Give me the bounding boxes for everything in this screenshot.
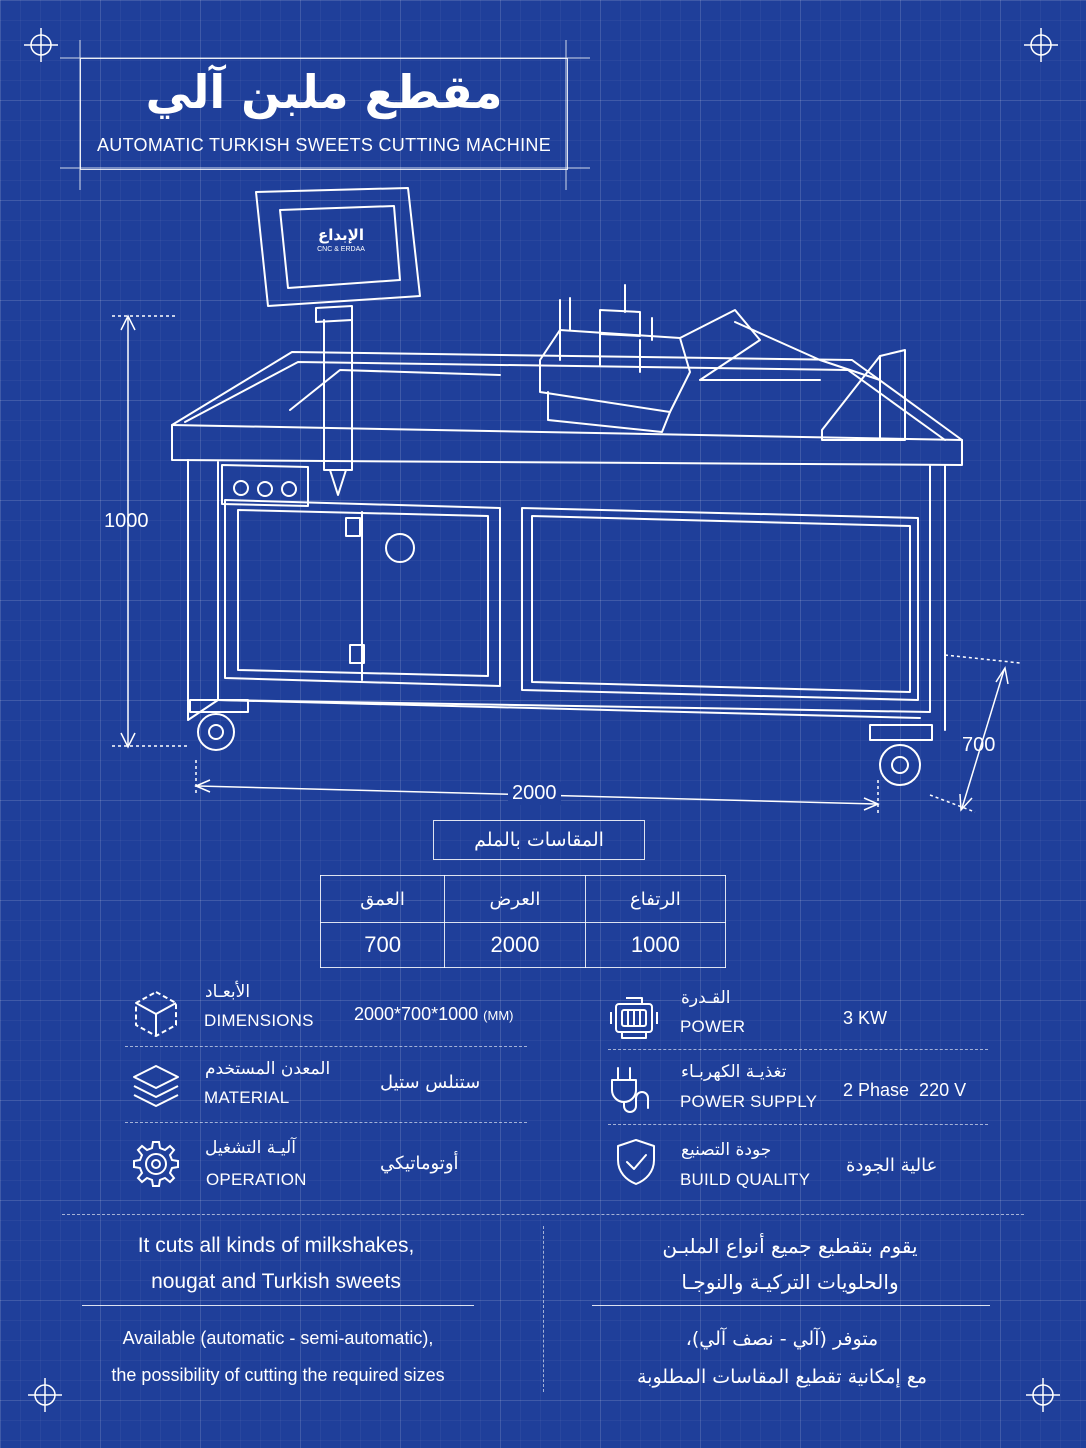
table-value-height: 1000 <box>584 922 727 968</box>
table-header-depth: العمق <box>319 875 446 923</box>
crosshair-icon <box>28 1378 62 1412</box>
plug-icon <box>611 1067 649 1113</box>
description-arabic-1: يقوم بتقطيع جميع أنواع الملبـن والحلويات… <box>662 1234 918 1294</box>
screen-logo-english: CNC & ERDAA <box>317 246 365 253</box>
table-value-width: 2000 <box>444 922 586 968</box>
height-dimension-label: 1000 <box>104 510 149 532</box>
description-english-1: It cuts all kinds of milkshakes, nougat … <box>137 1234 415 1293</box>
spec-build-quality-arabic: جودة التصنيع <box>681 1140 772 1160</box>
title-frame-lines <box>60 40 590 190</box>
spec-build-quality-english: BUILD QUALITY <box>680 1170 811 1189</box>
title-english: AUTOMATIC TURKISH SWEETS CUTTING MACHINE <box>96 135 552 155</box>
spec-power-english: POWER <box>680 1017 746 1036</box>
spec-power-arabic: القـدرة <box>681 988 731 1008</box>
dimensions-table: الرتفاع العرض العمق 1000 2000 700 <box>319 875 727 968</box>
crosshair-icon <box>24 28 58 62</box>
screen-logo: الإبداع CNC & ERDAA <box>296 226 386 253</box>
table-header-width: العرض <box>444 875 586 923</box>
separator <box>608 1124 988 1125</box>
dimensions-heading: المقاسات بالملم <box>433 820 645 860</box>
separator <box>125 1122 527 1123</box>
spec-material-arabic: المعدن المستخدم <box>205 1059 331 1079</box>
separator <box>608 1049 988 1050</box>
crosshair-icon <box>1024 28 1058 62</box>
description-divider-left <box>82 1305 474 1306</box>
spec-dimensions-english: DIMENSIONS <box>204 1011 314 1030</box>
spec-material-english: MATERIAL <box>204 1088 290 1107</box>
separator <box>125 1046 527 1047</box>
description-divider-right <box>592 1305 990 1306</box>
spec-power-supply-value: 2 Phase 220 V <box>843 1080 967 1100</box>
crosshair-icon <box>1026 1378 1060 1412</box>
spec-material-value: ستنلس ستيل <box>380 1072 481 1093</box>
spec-power-supply-english: POWER SUPPLY <box>680 1092 818 1111</box>
width-dimension-label: 2000 <box>508 782 561 805</box>
table-header-height: الرتفاع <box>584 875 727 923</box>
screen-logo-arabic: الإبداع <box>318 226 364 244</box>
motor-icon <box>610 997 658 1039</box>
spec-operation-value: أوتوماتيكي <box>380 1153 459 1174</box>
spec-operation-arabic: آليـة التشغيل <box>205 1138 296 1158</box>
spec-power-supply-arabic: تغذيـة الكهربـاء <box>681 1062 787 1082</box>
shield-check-icon <box>617 1139 655 1185</box>
depth-dimension-label: 700 <box>962 734 996 756</box>
spec-operation-english: OPERATION <box>206 1170 307 1189</box>
spec-power-value: 3 KW <box>843 1008 888 1028</box>
layers-icon <box>133 1065 179 1107</box>
table-value-depth: 700 <box>319 922 446 968</box>
gear-icon <box>133 1141 179 1187</box>
description-arabic-2: متوفر (آلي - نصف آلي)، مع إمكانية تقطيع … <box>637 1328 927 1388</box>
spec-dimensions-value: 2000*700*1000 (MM) <box>354 1004 514 1024</box>
spec-build-quality-value: عالية الجودة <box>846 1155 938 1176</box>
description-english-2: Available (automatic - semi-automatic), … <box>111 1328 445 1385</box>
title-arabic: مقطع ملبن آلي <box>145 65 503 119</box>
cube-icon <box>135 991 177 1037</box>
spec-dimensions-arabic: الأبعـاد <box>205 982 251 1002</box>
column-separator <box>543 1226 544 1392</box>
machine-drawing <box>112 187 1021 815</box>
section-separator <box>62 1214 1024 1215</box>
